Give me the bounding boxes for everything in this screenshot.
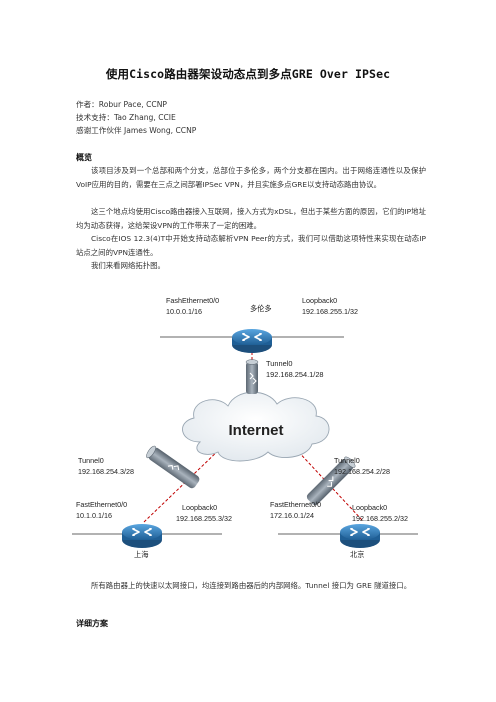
sh-tunnel-icon: [146, 445, 200, 489]
internet-label: Internet: [228, 422, 283, 439]
bj-fe-ip: 172.16.0.1/24: [270, 511, 314, 520]
document-title: 使用Cisco路由器架设动态点到多点GRE Over IPSec: [105, 67, 391, 81]
hq-tunnel-name: Tunnel0: [266, 359, 292, 368]
hq-tunnel-icon: [245, 359, 259, 394]
bj-fe-name: FastEthernet0/0: [270, 500, 321, 509]
bj-tunnel-icon: [306, 456, 356, 506]
sh-loopback-name: Loopback0: [182, 503, 217, 512]
bj-router-name: 北京: [350, 550, 364, 559]
bj-router-icon: [339, 523, 381, 549]
hq-fe-ip: 10.0.0.1/16: [166, 307, 202, 316]
paragraph-5: 所有路由器上的快速以太网接口，均连接到路由器后的内部网络。Tunnel 接口为 …: [91, 581, 412, 590]
paragraph-2: 这三个地点均使用Cisco路由器接入互联网，接入方式为xDSL，但出于某些方面的…: [76, 207, 426, 230]
hq-fe-name: FashEthernet0/0: [166, 296, 219, 305]
author-line: 作者：Robur Pace, CCNP: [76, 100, 167, 109]
bj-tunnel-ip: 192.168.254.2/28: [334, 467, 390, 476]
bj-internet-link: [293, 446, 363, 521]
hq-tunnel-ip: 192.168.254.1/28: [266, 370, 324, 379]
sh-internet-link: [143, 446, 223, 523]
hq-loopback-name: Loopback0: [302, 296, 337, 305]
hq-router-name: 多伦多: [250, 304, 272, 313]
sh-router-icon: [121, 523, 163, 549]
paragraph-4: 我们来看网络拓扑图。: [91, 261, 165, 270]
bj-loopback-name: Loopback0: [352, 503, 387, 512]
sh-fe-name: FastEthernet0/0: [76, 500, 127, 509]
network-topology-diagram: Internet 多伦多 FashEthernet0/0 10.0.0.1/16: [72, 296, 418, 559]
sh-tunnel-name: Tunnel0: [78, 456, 104, 465]
paragraph-3: Cisco在IOS 12.3(4)T中开始支持动态解析VPN Peer的方式，我…: [76, 234, 426, 257]
sh-loopback-ip: 192.168.255.3/32: [176, 514, 232, 523]
internet-cloud: Internet: [182, 391, 330, 462]
thanks-line: 感谢工作伙伴 James Wong, CCNP: [76, 126, 197, 135]
hq-router-icon: [231, 328, 273, 354]
paragraph-1: 该项目涉及到一个总部和两个分支，总部位于多伦多，两个分支都在国内。出于网络连通性…: [76, 166, 426, 189]
bj-loopback-ip: 192.168.255.2/32: [352, 514, 408, 523]
hq-loopback-ip: 192.168.255.1/32: [302, 307, 358, 316]
section-heading-overview: 概览: [76, 153, 92, 162]
section-heading-detail: 详细方案: [76, 619, 108, 628]
sh-router-name: 上海: [134, 550, 148, 559]
bj-tunnel-name: Tunnel0: [334, 456, 360, 465]
sh-fe-ip: 10.1.0.1/16: [76, 511, 112, 520]
sh-tunnel-ip: 192.168.254.3/28: [78, 467, 134, 476]
tech-support-line: 技术支持：Tao Zhang, CCIE: [76, 113, 176, 122]
